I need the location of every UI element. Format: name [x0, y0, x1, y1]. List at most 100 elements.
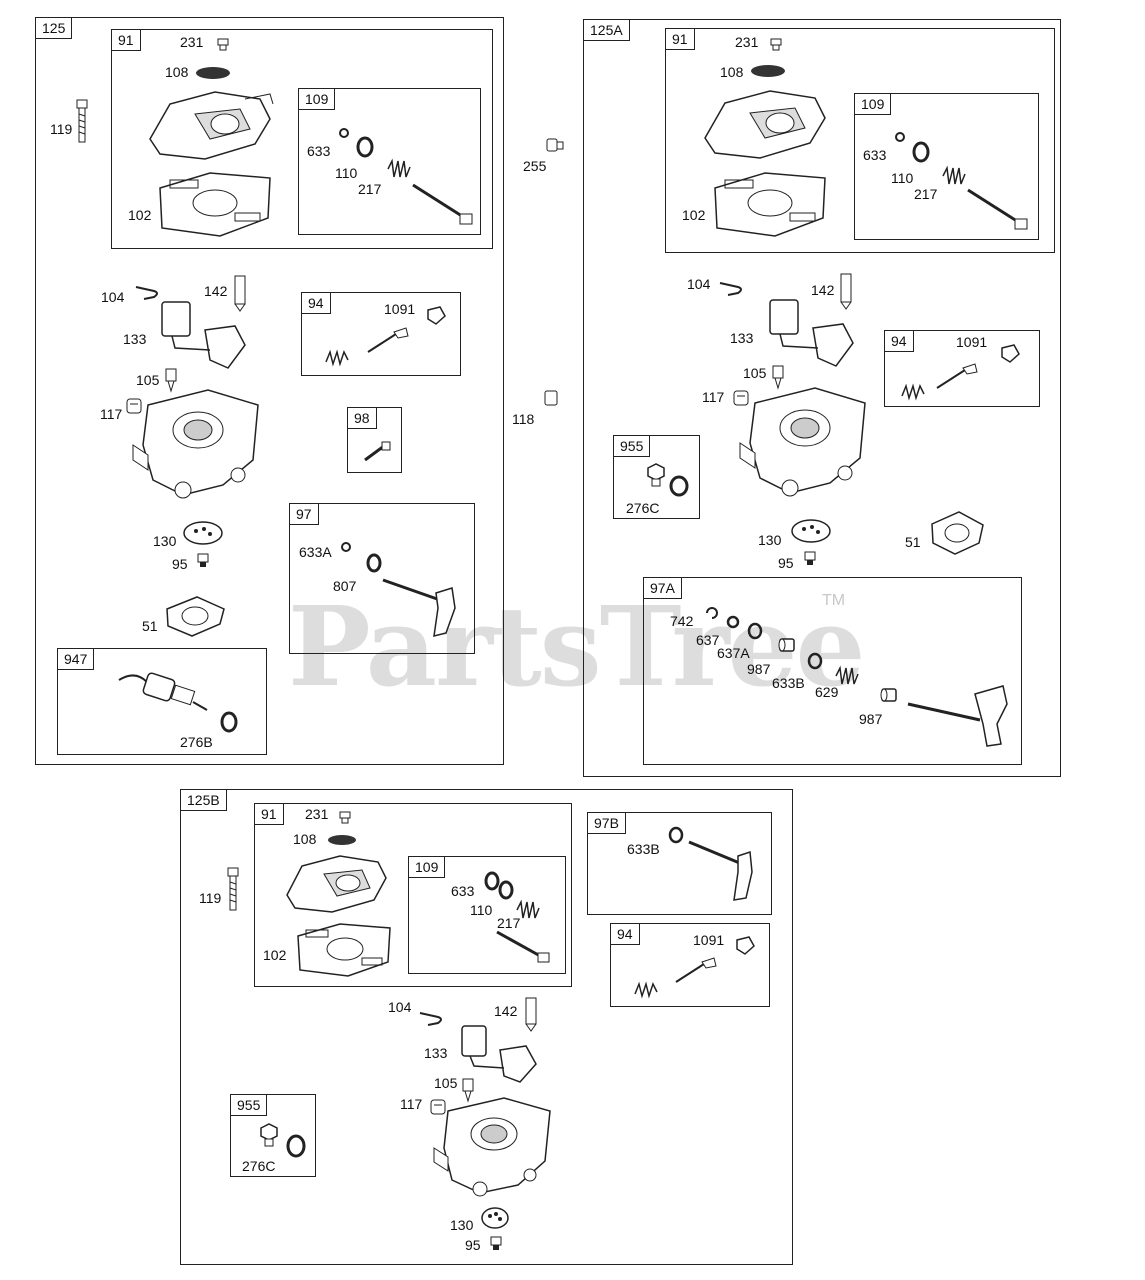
o-ring-icon [341, 542, 351, 552]
mounting-gasket-icon [166, 596, 225, 637]
fitting-icon [770, 38, 782, 51]
label-130: 130 [153, 533, 177, 549]
fitting-icon [217, 38, 229, 51]
kit-125-sub-91-box: 91 [111, 29, 493, 249]
float-icon [769, 299, 854, 367]
small-spring-icon [634, 981, 658, 999]
sub-91-tag: 91 [666, 29, 695, 50]
label-255: 255 [523, 158, 547, 174]
sub-97a-tag: 97A [644, 578, 682, 599]
label-102: 102 [128, 207, 152, 223]
label-276B: 276B [180, 734, 213, 750]
sub-97b-tag: 97B [588, 813, 626, 834]
clip-icon [706, 607, 718, 619]
label-987: 987 [747, 661, 771, 677]
pin-icon [419, 1012, 442, 1026]
jet-plug-icon [430, 1099, 446, 1115]
label-633: 633 [307, 143, 331, 159]
label-231: 231 [305, 806, 329, 822]
label-142: 142 [494, 1003, 518, 1019]
kit-125a-box: 125A [583, 19, 1061, 777]
jet-plug-icon [126, 398, 142, 414]
sub-94-tag: 94 [885, 331, 914, 352]
kit-125-tag: 125 [36, 18, 73, 39]
fitting-icon [546, 138, 564, 152]
washer-icon [726, 615, 740, 629]
sub-97-tag: 97 [290, 504, 319, 525]
bushing-icon [778, 638, 795, 652]
label-104: 104 [101, 289, 125, 305]
washer-icon [484, 871, 500, 891]
label-133: 133 [424, 1045, 448, 1061]
drain-screw-icon [197, 553, 209, 567]
sealing-washer-icon [669, 475, 689, 497]
label-108: 108 [720, 64, 744, 80]
drain-screw-icon [804, 551, 816, 565]
diaphragm-disc-icon [481, 1207, 509, 1229]
o-ring-icon [339, 128, 349, 138]
gasket-small-icon [196, 67, 230, 79]
label-1091: 1091 [693, 932, 725, 948]
washer-icon [668, 826, 684, 844]
label-95: 95 [778, 555, 794, 571]
label-51: 51 [142, 618, 158, 634]
inlet-needle-icon [840, 273, 852, 310]
gasket-small-icon [328, 835, 356, 845]
label-1091: 1091 [956, 334, 988, 350]
kit-125-sub-97-box: 97 [289, 503, 475, 654]
label-633: 633 [863, 147, 887, 163]
drain-screw-icon [490, 1236, 502, 1250]
inlet-needle-icon [525, 997, 537, 1032]
label-110: 110 [470, 902, 493, 918]
washer-icon [912, 141, 930, 163]
hex-plug-icon [647, 463, 665, 487]
float-bowl-cover-icon [286, 855, 387, 913]
label-633B: 633B [772, 675, 805, 691]
cap-icon [427, 306, 446, 325]
washer-icon [356, 136, 374, 158]
fitting-icon [339, 811, 351, 824]
kit-125-sub-98-box: 98 [347, 407, 402, 473]
pin-icon [135, 286, 158, 300]
label-629: 629 [815, 684, 839, 700]
label-130: 130 [450, 1217, 474, 1233]
label-637A: 637A [717, 645, 750, 661]
bushing-icon [880, 688, 897, 702]
label-276C: 276C [626, 500, 660, 516]
throttle-shaft-icon [412, 183, 473, 225]
sub-109-tag: 109 [299, 89, 336, 110]
label-633B: 633B [627, 841, 660, 857]
carburetor-body-icon [433, 1097, 551, 1197]
diaphragm-disc-icon [791, 519, 831, 543]
sub-955-tag: 955 [231, 1095, 268, 1116]
kit-125a-sub-97a-box: 97A [643, 577, 1022, 765]
sub-98-tag: 98 [348, 408, 377, 429]
diaphragm-disc-icon [183, 521, 223, 545]
label-108: 108 [165, 64, 189, 80]
needle-valve-icon [462, 1078, 474, 1103]
label-110: 110 [335, 165, 358, 181]
label-1091: 1091 [384, 301, 416, 317]
float-icon [161, 301, 246, 369]
label-102: 102 [682, 207, 706, 223]
o-ring-icon [895, 132, 905, 142]
label-217: 217 [497, 915, 521, 931]
washer-icon [747, 622, 763, 640]
float-icon [461, 1025, 537, 1083]
needle-valve-icon [165, 368, 177, 393]
spring-icon [942, 165, 966, 185]
inlet-needle-icon [234, 275, 246, 312]
label-119: 119 [199, 890, 222, 906]
kit-125-box: 125 [35, 17, 504, 765]
gasket-plate-icon [714, 172, 826, 237]
kit-125a-sub-955-box: 955 [613, 435, 700, 519]
spring-icon [835, 665, 859, 685]
label-119: 119 [50, 121, 73, 137]
sub-94-tag: 94 [302, 293, 331, 314]
gasket-plate-icon [159, 172, 271, 237]
needle-valve-icon [772, 365, 784, 390]
washer-icon [807, 652, 823, 670]
label-118: 118 [512, 411, 535, 427]
sub-109-tag: 109 [409, 857, 446, 878]
kit-125b-sub-94-box: 94 [610, 923, 770, 1007]
